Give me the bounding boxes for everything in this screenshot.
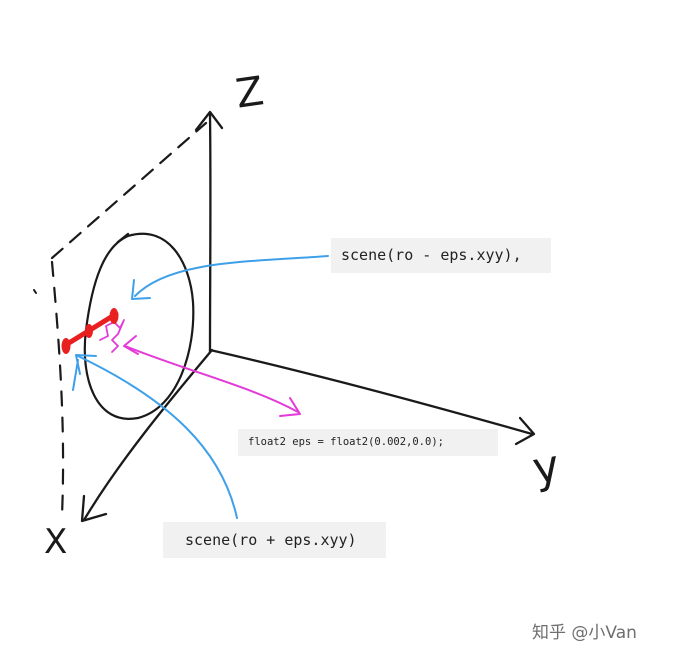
magenta-arrow-head-end <box>279 397 301 417</box>
red-sample-point-plus <box>109 308 119 324</box>
blue-arrow-plus-head <box>75 354 97 375</box>
blue-arrow-plus <box>77 355 238 519</box>
magenta-arrow <box>124 345 299 413</box>
dashed-plane-top-edge <box>50 121 208 260</box>
x-axis-line <box>82 348 214 522</box>
magenta-arrow-head-start <box>123 335 139 355</box>
watermark: 知乎 @小Van <box>532 623 637 643</box>
x-axis-arrowhead <box>80 494 108 523</box>
x-axis-label: X <box>44 522 68 562</box>
red-sample-point-minus <box>61 338 71 354</box>
sphere-stroke-start <box>116 232 130 244</box>
blue-arrow-minus-head <box>131 279 151 300</box>
z-axis-arrowhead <box>194 110 224 132</box>
code-scene-minus: scene(ro - eps.xyy), <box>331 238 551 273</box>
sphere-outline <box>83 232 195 420</box>
code-scene-plus: scene(ro + eps.xyy) <box>163 522 386 558</box>
code-eps-definition: float2 eps = float2(0.002,0.0); <box>238 429 498 456</box>
blue-arrow-minus <box>134 255 329 297</box>
y-axis-line <box>208 348 534 436</box>
dashed-plane-left-edge <box>50 260 65 517</box>
blue-small-stroke <box>72 359 79 391</box>
y-axis-arrowhead <box>514 416 536 446</box>
dashed-plane-tick <box>33 289 37 294</box>
red-sample-point-mid <box>85 324 93 338</box>
magenta-scribble <box>99 319 125 353</box>
